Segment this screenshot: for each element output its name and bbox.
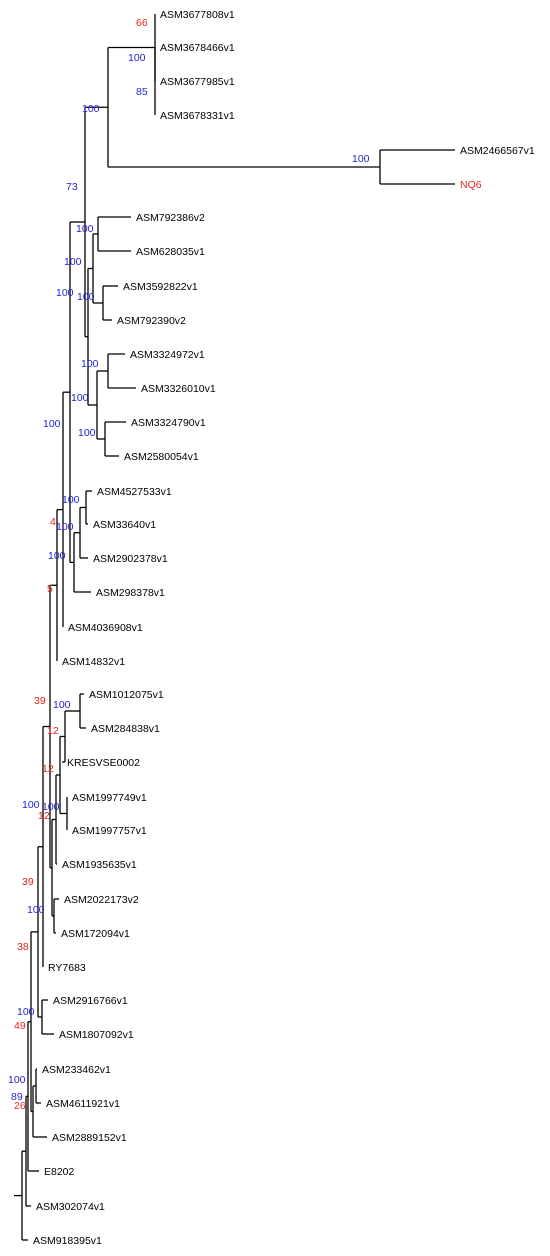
bootstrap-support-value: 12 (42, 763, 54, 775)
leaf-label: ASM3324790v1 (131, 417, 206, 429)
leaf-label: E8202 (44, 1166, 75, 1178)
bootstrap-support-value: 100 (53, 699, 71, 711)
leaf-label: ASM2902378v1 (93, 553, 168, 565)
leaf-label: ASM233462v1 (42, 1064, 111, 1076)
bootstrap-support-value: 100 (82, 103, 100, 115)
leaf-label: ASM2580054v1 (124, 451, 199, 463)
bootstrap-support-value: 38 (17, 941, 29, 953)
bootstrap-support-value: 100 (43, 418, 61, 430)
leaf-label: ASM172094v1 (61, 928, 130, 940)
leaf-label: ASM284838v1 (91, 723, 160, 735)
bootstrap-support-value: 12 (47, 725, 59, 737)
bootstrap-support-value: 100 (48, 550, 66, 562)
leaf-label: ASM1807092v1 (59, 1029, 134, 1041)
leaf-label: ASM4527533v1 (97, 486, 172, 498)
leaf-labels: ASM3677808v1ASM3678466v1ASM3677985v1ASM3… (33, 9, 535, 1247)
leaf-label: ASM33640v1 (93, 519, 156, 531)
leaf-label: KRESVSE0002 (67, 757, 140, 769)
bootstrap-support-value: 100 (17, 1006, 35, 1018)
bootstrap-support-value: 100 (56, 287, 74, 299)
leaf-label: ASM918395v1 (33, 1235, 102, 1247)
leaf-label: ASM3678331v1 (160, 110, 235, 122)
leaf-label: ASM1997757v1 (72, 825, 147, 837)
bootstrap-support-value: 5 (47, 583, 53, 595)
bootstrap-support-value: 100 (56, 521, 74, 533)
bootstrap-support-value: 39 (34, 695, 46, 707)
bootstrap-support-value: 100 (27, 904, 45, 916)
bootstrap-support-value: 12 (38, 810, 50, 822)
bootstrap-support-value: 100 (62, 494, 80, 506)
leaf-label: ASM3677808v1 (160, 9, 235, 21)
leaf-label: NQ6 (460, 179, 482, 191)
tree-branches (14, 14, 455, 1241)
leaf-label: ASM628035v1 (136, 246, 205, 258)
bootstrap-support-value: 100 (22, 799, 40, 811)
leaf-label: ASM1935635v1 (62, 859, 137, 871)
leaf-label: ASM1997749v1 (72, 792, 147, 804)
leaf-label: ASM4611921v1 (46, 1098, 120, 1110)
leaf-label: ASM2022173v2 (64, 894, 139, 906)
bootstrap-support-value: 39 (22, 876, 34, 888)
bootstrap-support-value: 100 (352, 153, 370, 165)
bootstrap-support-value: 100 (42, 801, 60, 813)
leaf-label: ASM298378v1 (96, 587, 165, 599)
leaf-label: ASM3592822v1 (123, 281, 198, 293)
bootstrap-support-value: 73 (66, 181, 78, 193)
bootstrap-support-value: 66 (136, 17, 148, 29)
leaf-label: ASM3677985v1 (160, 76, 235, 88)
leaf-label: ASM3678466v1 (160, 42, 235, 54)
bootstrap-support-value: 100 (81, 358, 99, 370)
bootstrap-support-value: 100 (76, 223, 94, 235)
leaf-label: ASM2889152v1 (52, 1132, 127, 1144)
bootstrap-support-value: 49 (14, 1020, 26, 1032)
bootstrap-support-value: 100 (128, 52, 146, 64)
leaf-label: ASM792390v2 (117, 315, 186, 327)
leaf-label: ASM3324972v1 (130, 349, 205, 361)
bootstrap-support-value: 100 (64, 256, 82, 268)
bootstrap-support-value: 26 (14, 1100, 26, 1112)
leaf-label: ASM3326010v1 (141, 383, 216, 395)
leaf-label: ASM14832v1 (62, 656, 125, 668)
bootstrap-support-value: 100 (78, 427, 96, 439)
leaf-label: ASM4036908v1 (68, 622, 143, 634)
bootstrap-support-value: 4 (50, 516, 56, 528)
bootstrap-support-value: 100 (8, 1074, 26, 1086)
leaf-label: ASM2466567v1 (460, 145, 535, 157)
bootstrap-support-value: 85 (136, 86, 148, 98)
leaf-label: ASM792386v2 (136, 212, 205, 224)
bootstrap-support-value: 100 (77, 291, 95, 303)
leaf-label: RY7683 (48, 962, 86, 974)
leaf-label: ASM1012075v1 (89, 689, 164, 701)
leaf-label: ASM302074v1 (36, 1201, 105, 1213)
bootstrap-support-value: 100 (71, 392, 89, 404)
bootstrap-support-value: 89 (11, 1091, 23, 1103)
leaf-label: ASM2916766v1 (53, 995, 128, 1007)
